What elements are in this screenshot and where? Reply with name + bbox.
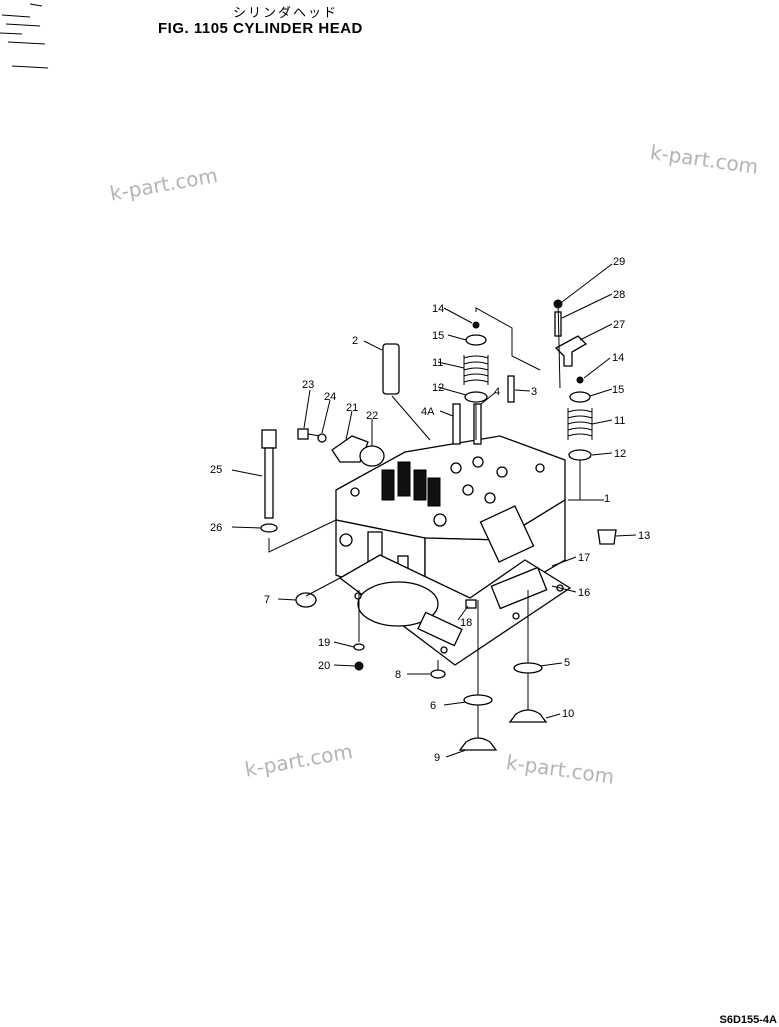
valve-crosshead (554, 335, 588, 367)
washer (260, 523, 278, 533)
callout-7: 7 (264, 594, 270, 606)
callout-16: 16 (578, 587, 590, 599)
valve (508, 640, 548, 723)
spring-retainer (465, 334, 487, 346)
leader-lines (231, 263, 637, 758)
spring-seat (568, 449, 592, 461)
bolt (297, 428, 309, 440)
callout-23: 23 (302, 379, 314, 391)
callouts: 1 2 3 4 4A 5 6 7 8 9 10 11 11 12 12 13 1… (210, 256, 650, 764)
callout-4: 4 (494, 386, 500, 398)
callout-17: 17 (578, 552, 590, 564)
washer (317, 433, 327, 443)
expansion-plug (295, 592, 317, 608)
drawing-number: S6D155-4A (719, 1014, 777, 1026)
cylinder-head-body (335, 435, 566, 611)
phantom-lines (268, 299, 581, 690)
callout-9: 9 (434, 752, 440, 764)
callout-1: 1 (604, 493, 610, 505)
callout-11: 11 (432, 357, 443, 369)
callout-21: 21 (346, 402, 358, 414)
scan-noise (0, 3, 49, 69)
head-bolt-shank (264, 447, 274, 519)
head-bolt (261, 429, 277, 449)
callout-13: 13 (638, 530, 650, 542)
callout-27: 27 (613, 319, 625, 331)
o-ring (353, 643, 365, 651)
plug (597, 529, 617, 545)
callout-14: 14 (432, 303, 444, 315)
o-ring (430, 669, 446, 679)
dowel-pin (507, 375, 515, 403)
valve-guide (473, 403, 482, 445)
seal (465, 599, 477, 609)
valve-spring (463, 355, 489, 385)
callout-8: 8 (395, 669, 401, 681)
callout-2: 2 (352, 335, 358, 347)
spring-seat (464, 391, 488, 403)
valve-spring (567, 408, 593, 440)
callout-19: 19 (318, 637, 330, 649)
valve-cotter (576, 376, 584, 384)
callout-3: 3 (531, 386, 537, 398)
callout-25: 25 (210, 464, 222, 476)
callout-26: 26 (210, 522, 222, 534)
callout-14: 14 (612, 352, 624, 364)
callout-28: 28 (613, 289, 625, 301)
callout-12: 12 (614, 448, 626, 460)
callout-12: 12 (432, 382, 444, 394)
callout-6: 6 (430, 700, 436, 712)
callout-22: 22 (366, 410, 378, 422)
callout-15: 15 (432, 330, 444, 342)
japanese-title: シリンダヘッド (233, 6, 339, 21)
figure-title: FIG. 1105 CYLINDER HEAD (158, 20, 363, 37)
head-gasket (338, 554, 572, 666)
callout-15: 15 (612, 384, 624, 396)
callout-29: 29 (613, 256, 625, 268)
callout-5: 5 (564, 657, 570, 669)
spring-retainer (569, 391, 591, 403)
plug (354, 661, 364, 671)
injector-sleeve (382, 343, 400, 395)
callout-24: 24 (324, 391, 336, 403)
valve-cotter (472, 321, 480, 329)
callout-11: 11 (614, 415, 625, 427)
callout-18: 18 (460, 617, 472, 629)
cover-gasket (359, 445, 385, 467)
callout-10: 10 (562, 708, 574, 720)
callout-4a: 4A (421, 406, 435, 418)
valve-guide (452, 403, 461, 445)
callout-20: 20 (318, 660, 330, 672)
